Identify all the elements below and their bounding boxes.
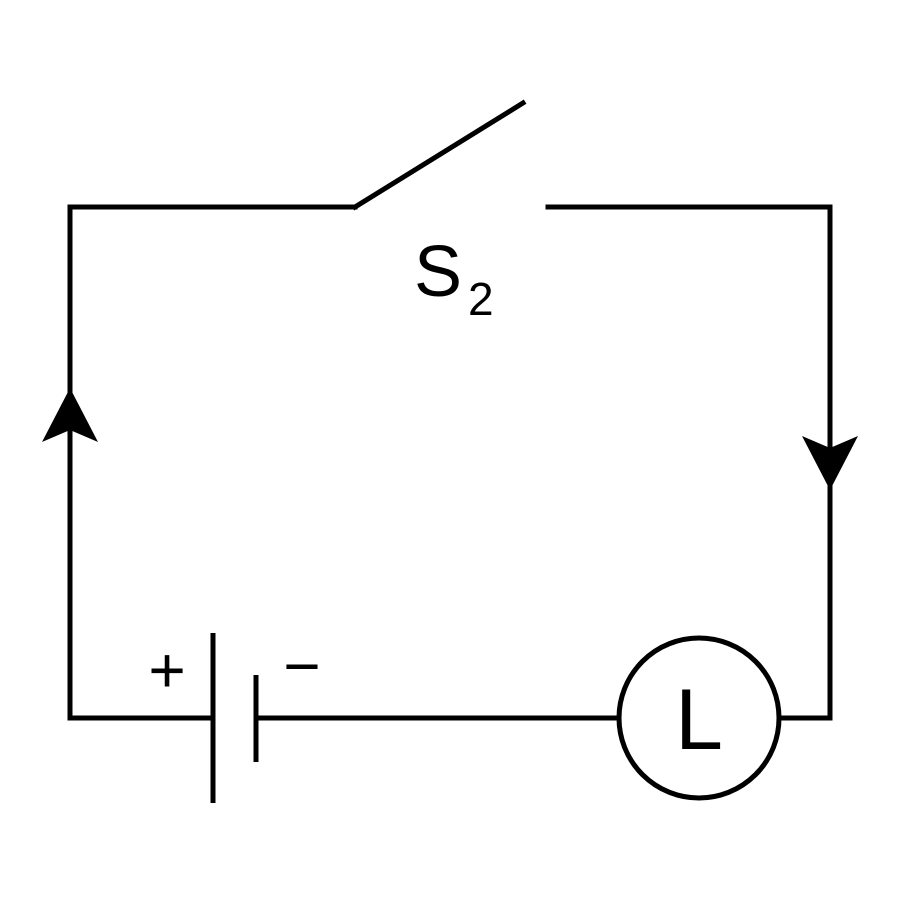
lamp-circle [616, 635, 782, 801]
current-arrow-down-icon [802, 436, 858, 490]
battery-negative-sign: − [283, 630, 320, 702]
wire-top-left [67, 204, 358, 721]
switch-blade [351, 99, 527, 211]
lamp-label: L [675, 672, 723, 768]
current-arrow-up-icon [42, 388, 98, 442]
battery-positive-sign: + [148, 634, 185, 706]
switch-label: S [414, 232, 462, 312]
switch-label-subscript: 2 [468, 273, 494, 325]
switch-label-letter: S [414, 232, 462, 312]
